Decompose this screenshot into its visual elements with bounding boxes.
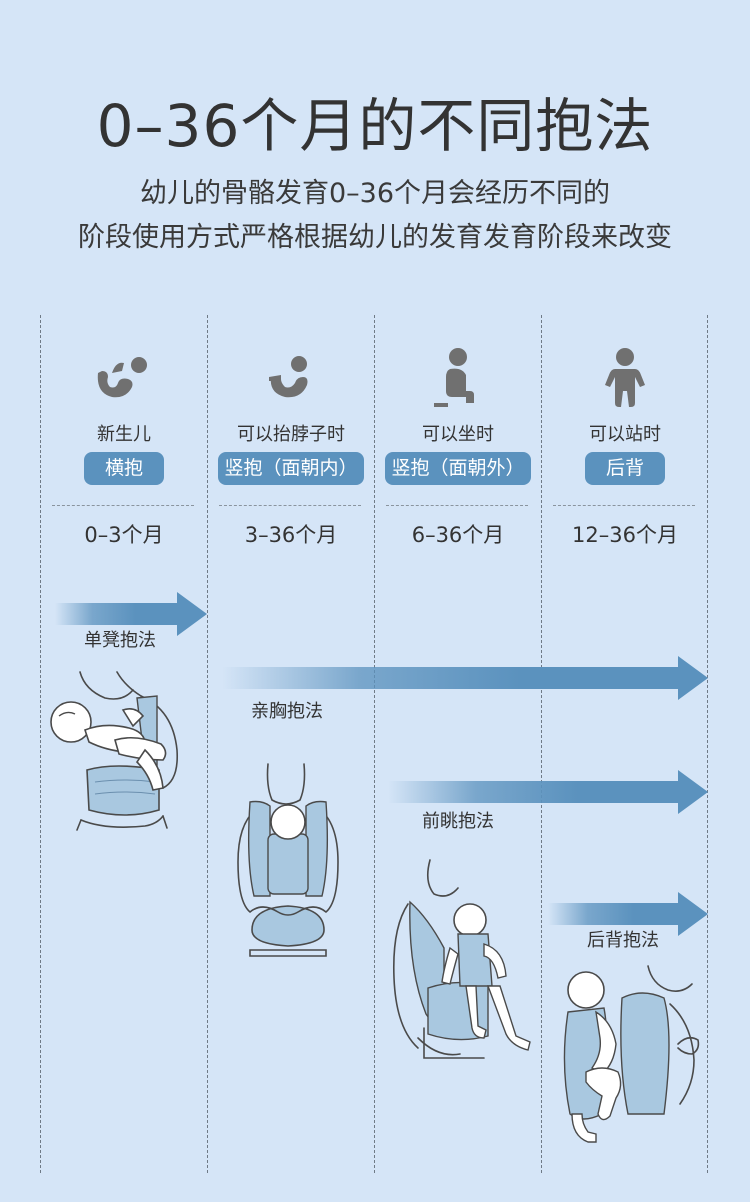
page-subtitle: 幼儿的骨骼发育0–36个月会经历不同的 阶段使用方式严格根据幼儿的发育发育阶段来… — [0, 172, 750, 260]
subtitle-line-2: 阶段使用方式严格根据幼儿的发育发育阶段来改变 — [78, 222, 672, 253]
arrow-bar — [548, 903, 680, 925]
method-badge: 后背 — [585, 452, 665, 485]
arrow-head — [678, 770, 708, 814]
stage-column-newborn: 新生儿 横抱 — [41, 345, 207, 485]
subtitle-line-1: 幼儿的骨骼发育0–36个月会经历不同的 — [139, 178, 611, 209]
method-badge: 横抱 — [84, 452, 164, 485]
arrow-head — [177, 592, 207, 636]
page-title: 0–36个月的不同抱法 — [96, 92, 654, 160]
column-divider — [207, 315, 208, 1173]
range-divider — [52, 505, 194, 506]
stage-label: 可以站时 — [589, 424, 661, 445]
range-divider — [219, 505, 361, 506]
stage-label: 可以抬脖子时 — [237, 424, 345, 445]
column-divider — [374, 315, 375, 1173]
baby-lifting-head-icon — [208, 345, 374, 410]
stage-column-lift-head: 可以抬脖子时 竖抱（面朝内） — [208, 345, 374, 485]
arrow-back-carry — [548, 892, 708, 936]
arrow-label: 亲胸抱法 — [251, 701, 323, 722]
arrow-chest-carry — [222, 656, 708, 700]
arrow-front-facing — [388, 770, 708, 814]
stage-column-standing: 可以站时 后背 — [542, 345, 708, 485]
chest-facing-in-illustration — [237, 763, 339, 957]
column-divider — [40, 315, 41, 1173]
stage-label: 新生儿 — [97, 424, 151, 445]
arrow-label: 单凳抱法 — [84, 630, 156, 651]
method-badge: 竖抱（面朝外） — [385, 452, 531, 485]
range-divider — [553, 505, 695, 506]
column-divider — [707, 315, 708, 1173]
age-range: 0–3个月 — [84, 523, 164, 547]
arrow-single-stool — [55, 592, 207, 636]
arrow-label: 前眺抱法 — [422, 811, 494, 832]
age-range: 12–36个月 — [572, 523, 678, 547]
arrow-bar — [388, 781, 680, 803]
front-facing-out-illustration — [392, 859, 531, 1059]
baby-sitting-icon — [375, 345, 541, 410]
arrow-bar — [55, 603, 179, 625]
back-carry-illustration — [563, 965, 700, 1143]
arrow-head — [678, 892, 708, 936]
range-divider — [386, 505, 528, 506]
column-divider — [541, 315, 542, 1173]
arrow-bar — [222, 667, 680, 689]
method-badge: 竖抱（面朝内） — [218, 452, 364, 485]
stage-column-sitting: 可以坐时 竖抱（面朝外） — [375, 345, 541, 485]
age-range: 3–36个月 — [244, 523, 338, 547]
baby-lying-icon — [41, 345, 207, 410]
arrow-label: 后背抱法 — [587, 930, 659, 951]
stage-label: 可以坐时 — [422, 424, 494, 445]
newborn-cradle-hold-illustration — [50, 671, 179, 831]
arrow-head — [678, 656, 708, 700]
baby-standing-icon — [542, 345, 708, 410]
age-range: 6–36个月 — [411, 523, 505, 547]
